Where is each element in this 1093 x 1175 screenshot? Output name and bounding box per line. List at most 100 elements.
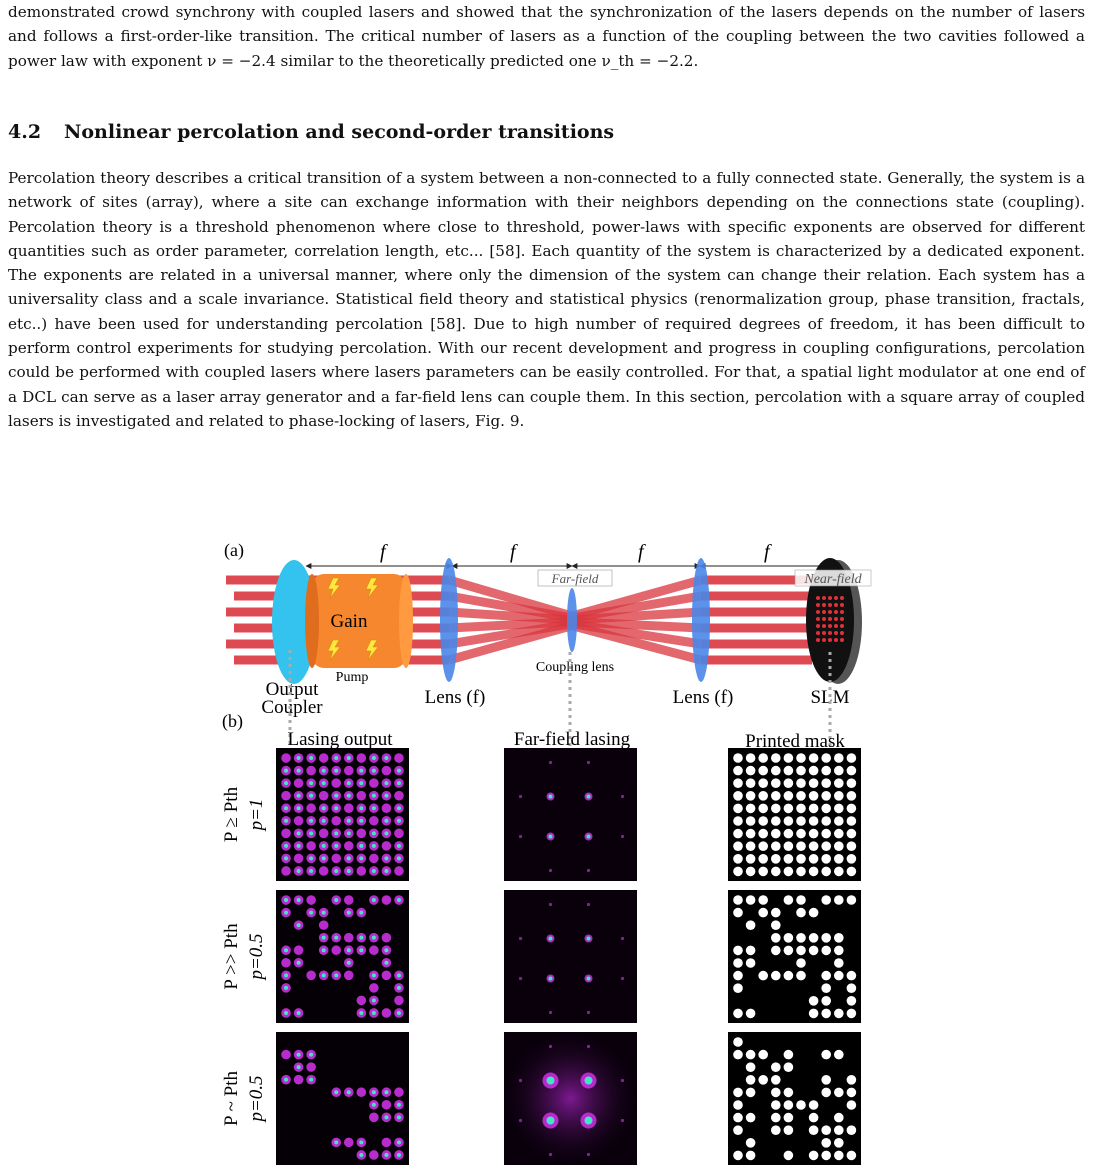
mask-hole <box>758 765 768 776</box>
mask-hole <box>771 1075 781 1085</box>
lasing-spot <box>381 1008 392 1018</box>
lasing-spot <box>369 841 379 851</box>
slm-hole <box>816 638 820 642</box>
lasing-spot-core <box>359 910 364 915</box>
lasing-spot <box>281 753 291 763</box>
lasing-spot-core <box>371 868 376 873</box>
lasing-spot <box>356 1150 367 1160</box>
mask-hole <box>821 866 831 877</box>
mask-hole <box>796 933 806 943</box>
lasing-spot <box>343 932 354 943</box>
column-title-mask: Printed mask <box>745 731 845 752</box>
svg-text:Output: Output <box>266 679 320 700</box>
lasing-spot <box>369 815 379 826</box>
row-p-label: p=0.5 <box>246 1075 267 1123</box>
slm-hole <box>816 624 820 628</box>
slm-hole <box>834 603 838 607</box>
mask-hole <box>733 828 743 839</box>
lasing-spot <box>281 815 291 826</box>
lasing-spot-core <box>284 973 289 978</box>
mask-hole <box>733 958 743 968</box>
mask-hole <box>733 970 743 981</box>
lasing-spot-core <box>309 793 314 798</box>
mask-hole <box>796 828 806 839</box>
mask-hole <box>745 1138 756 1148</box>
lasing-spot-core <box>309 818 314 823</box>
lasing-spot-core <box>371 756 376 761</box>
lasing-spot-core <box>284 1010 289 1015</box>
far-field-side-peak <box>620 1078 625 1083</box>
mask-hole <box>796 753 806 763</box>
mask-hole <box>745 828 756 839</box>
section-number: 4.2 <box>8 121 42 143</box>
mask-hole <box>821 945 831 956</box>
lasing-spot <box>281 907 291 918</box>
lasing-spot-core <box>384 831 389 836</box>
mask-hole <box>745 1062 756 1072</box>
lasing-spot-core <box>334 1140 339 1145</box>
beam-segment <box>571 619 702 649</box>
lasing-spot <box>369 995 379 1006</box>
lasing-spot-core <box>346 960 351 965</box>
lasing-spot <box>369 932 379 943</box>
lasing-spot-core <box>371 1010 376 1015</box>
far-field-side-peak <box>518 834 523 839</box>
mask-hole <box>808 854 819 864</box>
slm-label: SLM <box>810 687 849 708</box>
lasing-spot <box>331 853 342 864</box>
far-field-side-peak <box>586 760 591 765</box>
slm-device <box>806 558 862 684</box>
lasing-spot-core <box>296 923 301 928</box>
mask-hole <box>745 765 756 776</box>
mask-hole <box>733 945 743 956</box>
mask-hole <box>771 828 781 839</box>
mask-hole <box>796 791 806 801</box>
far-field-side-peak <box>548 760 553 765</box>
mask-hole <box>821 970 831 981</box>
lasing-spot-core <box>396 1102 401 1107</box>
lasing-spot-core <box>359 843 364 848</box>
mask-hole <box>745 791 756 801</box>
mask-hole <box>846 791 857 801</box>
mask-hole <box>771 791 781 801</box>
mask-hole <box>821 828 831 839</box>
beam-segment <box>447 575 574 621</box>
lasing-spot <box>381 1137 392 1148</box>
mask-hole <box>834 866 844 877</box>
far-field-peak <box>542 1112 559 1129</box>
mask-hole <box>771 970 781 981</box>
lasing-spot-core <box>309 1077 314 1082</box>
mask-hole <box>821 753 831 763</box>
mask-hole <box>771 907 781 918</box>
mask-hole <box>758 970 768 981</box>
row-condition-label: P ≥ Pth <box>221 786 242 842</box>
slm-hole <box>840 638 844 642</box>
mask-hole <box>834 841 844 851</box>
lasing-spot-core <box>396 1115 401 1120</box>
lasing-spot <box>331 828 342 839</box>
beam-segment <box>447 621 574 665</box>
lasing-spot-core <box>396 843 401 848</box>
lasing-spot-core <box>371 973 376 978</box>
lasing-spot-core <box>334 935 339 940</box>
lasing-spot <box>369 895 379 905</box>
row-condition-label: P ~ Pth <box>221 1071 242 1126</box>
slm-hole <box>828 603 832 607</box>
lasing-spot <box>293 895 304 905</box>
lasing-spot <box>381 1099 392 1110</box>
lasing-spot <box>318 815 329 826</box>
lasing-spot <box>381 828 392 839</box>
mask-hole <box>771 753 781 763</box>
lasing-spot <box>306 1074 316 1085</box>
mask-hole <box>783 1049 794 1060</box>
slm-hole <box>840 610 844 614</box>
far-field-peak <box>542 1072 559 1089</box>
lasing-spot <box>306 866 316 876</box>
lasing-spot <box>343 957 354 968</box>
lasing-spot <box>394 1087 404 1098</box>
mask-hole <box>834 753 844 763</box>
far-field-peak <box>580 1072 597 1089</box>
mask-hole <box>783 791 794 801</box>
beam-segment <box>448 607 573 625</box>
lasing-spot-core <box>321 806 326 811</box>
